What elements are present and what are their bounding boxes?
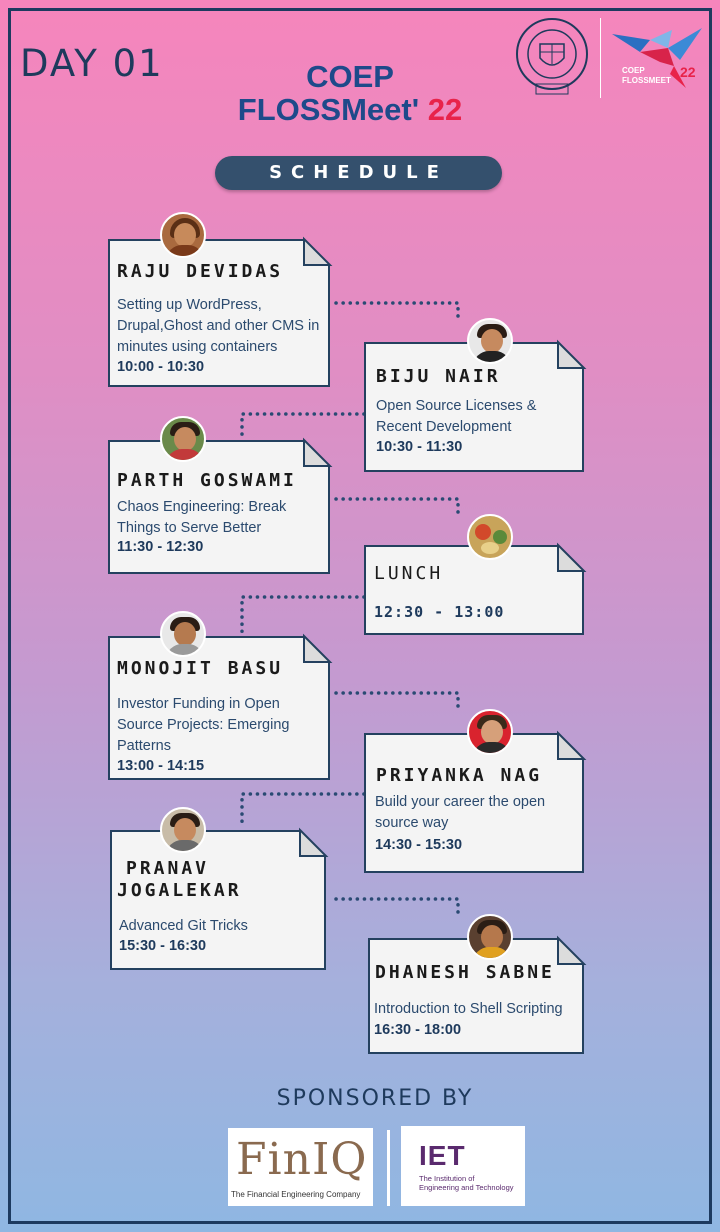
session-card: RAJU DEVIDAS Setting up WordPress, Drupa… xyxy=(108,239,330,387)
iet-tagline-2: Engineering and Technology xyxy=(419,1183,514,1192)
finiq-tagline: The Financial Engineering Company xyxy=(231,1190,361,1199)
lunch-food-icon xyxy=(467,514,513,560)
session-time: 15:30 - 16:30 xyxy=(119,938,207,954)
speaker-name: BIJU NAIR xyxy=(376,366,501,387)
event-title-year: 22 xyxy=(427,92,463,127)
day-label: DAY 01 xyxy=(20,42,164,85)
session-time: 13:00 - 14:15 xyxy=(117,758,205,774)
finiq-name: FinIQ xyxy=(236,1134,368,1185)
session-topic: Introduction to Shell Scripting xyxy=(374,1001,563,1017)
iet-name: IET xyxy=(419,1140,466,1171)
flossmeet-logo-year: 22 xyxy=(680,64,696,80)
speaker-name: PRIYANKA NAG xyxy=(376,765,543,786)
speaker-avatar xyxy=(160,611,206,657)
schedule-banner: SCHEDULE xyxy=(215,156,502,190)
sponsor-divider xyxy=(387,1130,390,1206)
session-topic: Investor Funding in Open Source Projects… xyxy=(117,696,290,754)
speaker-avatar xyxy=(467,709,513,755)
session-card: PARTH GOSWAMI Chaos Engineering: Break T… xyxy=(108,440,330,574)
session-time: 16:30 - 18:00 xyxy=(374,1022,462,1038)
session-topic: Advanced Git Tricks xyxy=(119,918,248,934)
session-time: 11:30 - 12:30 xyxy=(117,539,204,555)
speaker-avatar xyxy=(160,416,206,462)
speaker-avatar xyxy=(467,914,513,960)
speaker-avatar xyxy=(160,212,206,258)
session-time: 10:00 - 10:30 xyxy=(117,359,205,375)
poster-frame xyxy=(8,8,712,1224)
speaker-name-line2: JOGALEKAR xyxy=(117,880,242,901)
session-topic: Setting up WordPress, Drupal,Ghost and o… xyxy=(117,297,320,355)
logo-text-flossmeet: FLOSSMEET xyxy=(622,76,671,85)
session-card: DHANESH SABNE Introduction to Shell Scri… xyxy=(368,938,584,1054)
speaker-name-line1: PRANAV xyxy=(126,858,210,879)
speaker-name: DHANESH SABNE xyxy=(375,962,555,983)
lunch-label: LUNCH xyxy=(374,563,444,584)
speaker-avatar xyxy=(160,807,206,853)
session-card: PRANAV JOGALEKAR Advanced Git Tricks 15:… xyxy=(110,830,326,970)
session-topic: Build your career the open source way xyxy=(375,794,546,831)
lunch-time: 12:30 - 13:00 xyxy=(374,603,505,621)
session-topic: Chaos Engineering: Break Things to Serve… xyxy=(117,499,287,536)
speaker-name: MONOJIT BASU xyxy=(117,658,284,679)
speaker-avatar xyxy=(467,318,513,364)
event-title-line1: COEP xyxy=(306,59,394,94)
session-time: 10:30 - 11:30 xyxy=(376,439,463,455)
sponsored-by-label: SPONSORED BY xyxy=(276,1086,474,1111)
lunch-card: LUNCH 12:30 - 13:00 xyxy=(364,545,584,635)
session-time: 14:30 - 15:30 xyxy=(375,837,463,853)
bird-icon xyxy=(612,28,702,88)
iet-tagline-1: The Institution of xyxy=(419,1174,475,1183)
session-card: BIJU NAIR Open Source Licenses & Recent … xyxy=(364,342,584,472)
header-divider xyxy=(600,18,601,98)
session-card: MONOJIT BASU Investor Funding in Open So… xyxy=(108,636,330,780)
event-title: COEP FLOSSMeet' 22 xyxy=(200,60,500,126)
event-title-name: FLOSSMeet' xyxy=(237,92,420,127)
college-seal-icon xyxy=(516,18,588,95)
event-title-line2: FLOSSMeet' 22 xyxy=(200,93,500,126)
speaker-name: RAJU DEVIDAS xyxy=(117,261,284,282)
finiq-logo: FinIQ The Financial Engineering Company xyxy=(228,1128,373,1206)
session-topic: Open Source Licenses & Recent Developmen… xyxy=(376,398,537,435)
session-card: PRIYANKA NAG Build your career the open … xyxy=(364,733,584,873)
logo-text-coep: COEP xyxy=(622,66,645,75)
speaker-name: PARTH GOSWAMI xyxy=(117,470,297,491)
